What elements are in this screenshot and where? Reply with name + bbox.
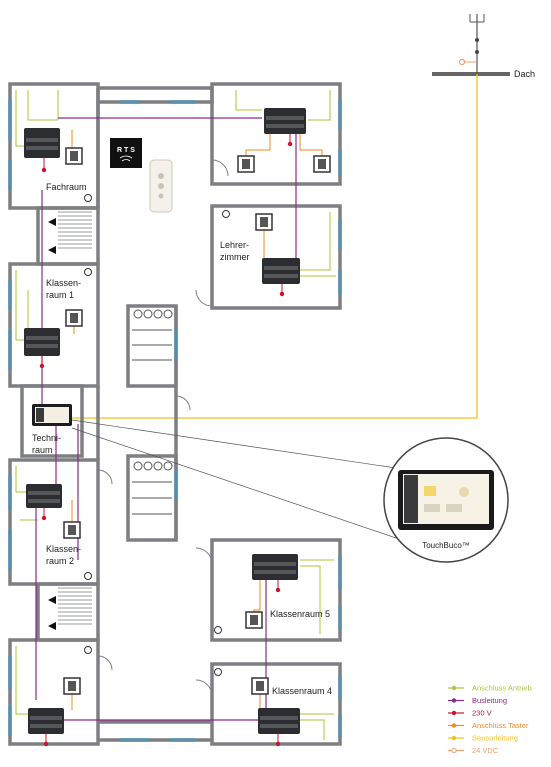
actuator-unit-lehrer (262, 258, 300, 284)
actuator-unit-klassen2 (26, 484, 62, 508)
switch-wiring (71, 130, 323, 710)
room-label-klassen2-1: Klassen- (46, 544, 81, 554)
legend-marker (451, 685, 457, 691)
switch-panel-icon (237, 155, 255, 173)
walls (8, 82, 342, 746)
rts-logo: R T S (110, 138, 142, 168)
legend-label: Anschluss Taster (472, 721, 529, 730)
legend-marker (451, 710, 457, 716)
legend-label: Busleitung (472, 696, 507, 705)
legend-label: Sensorleitung (472, 734, 518, 743)
roof-label: Dach (514, 69, 535, 79)
switch-panel-icon (313, 155, 331, 173)
technik-touch-panel (32, 404, 72, 426)
switch-panel-icon (63, 677, 81, 695)
room-label-klassen1-2: raum 1 (46, 290, 74, 300)
legend-marker (451, 723, 457, 728)
room-label-lehrer-1: Lehrer- (220, 240, 249, 250)
switch-panel-icon (251, 677, 269, 695)
room-label-lehrer-2: zimmer (220, 252, 250, 262)
actuator-unit-top-right (264, 108, 306, 134)
room-label-klassen4: Klassenraum 4 (272, 686, 332, 696)
legend-item: Sensorleitung (448, 734, 518, 743)
room-sensors (84, 194, 230, 676)
room-label-technik-1: Techni- (32, 433, 61, 443)
room-label-klassen1-1: Klassen- (46, 278, 81, 288)
roof-section: Dach (432, 14, 535, 79)
windows (8, 100, 342, 742)
switch-panel-icon (65, 309, 83, 327)
room-label-klassen5: Klassenraum 5 (270, 609, 330, 619)
actuator-units (24, 108, 306, 734)
switch-panel-icon (255, 213, 273, 231)
actuator-unit-bottom-left (28, 708, 64, 734)
switch-panels (63, 147, 331, 695)
legend-item: Anschluss Taster (448, 721, 529, 730)
stair-arrows (48, 218, 56, 630)
touchbuco-label: TouchBuco™ (422, 541, 470, 550)
drive-wiring (15, 90, 336, 740)
doors (97, 159, 229, 697)
room-labels: Fachraum Lehrer- zimmer Klassen- raum 1 … (32, 182, 332, 696)
legend-label: Anschluss Antrieb (472, 684, 532, 693)
switch-panel-icon (245, 611, 263, 629)
legend-marker (451, 698, 457, 703)
switch-panel-icon (65, 147, 83, 165)
actuator-unit-klassen1 (24, 328, 60, 356)
legend-marker (451, 735, 457, 741)
touchbuco-callout: TouchBuco™ (383, 437, 509, 563)
legend-item: 230 V (448, 709, 492, 718)
legend-label: 24 VDC (472, 746, 499, 755)
sensor-icon (458, 58, 466, 66)
legend-item: Anschluss Antrieb (448, 684, 532, 693)
power-points (39, 134, 293, 747)
sensor-line (70, 74, 478, 419)
legend-marker (451, 747, 457, 754)
rts-logo-text: R T S (117, 147, 135, 154)
room-label-fachraum: Fachraum (46, 182, 87, 192)
remote-control-icon (149, 159, 173, 213)
actuator-unit-klassen5 (252, 554, 298, 580)
actuator-unit-fachraum (24, 128, 60, 158)
room-label-klassen2-2: raum 2 (46, 556, 74, 566)
switch-panel-icon (63, 521, 81, 539)
room-label-technik-2: raum (32, 445, 53, 455)
stairs (58, 211, 92, 625)
actuator-unit-klassen4 (258, 708, 300, 734)
callout-leaders (71, 419, 397, 539)
legend-label: 230 V (472, 709, 492, 718)
legend-item: 24 VDC (448, 746, 499, 755)
legend-item: Busleitung (448, 696, 507, 705)
wc-fixtures (132, 309, 173, 515)
